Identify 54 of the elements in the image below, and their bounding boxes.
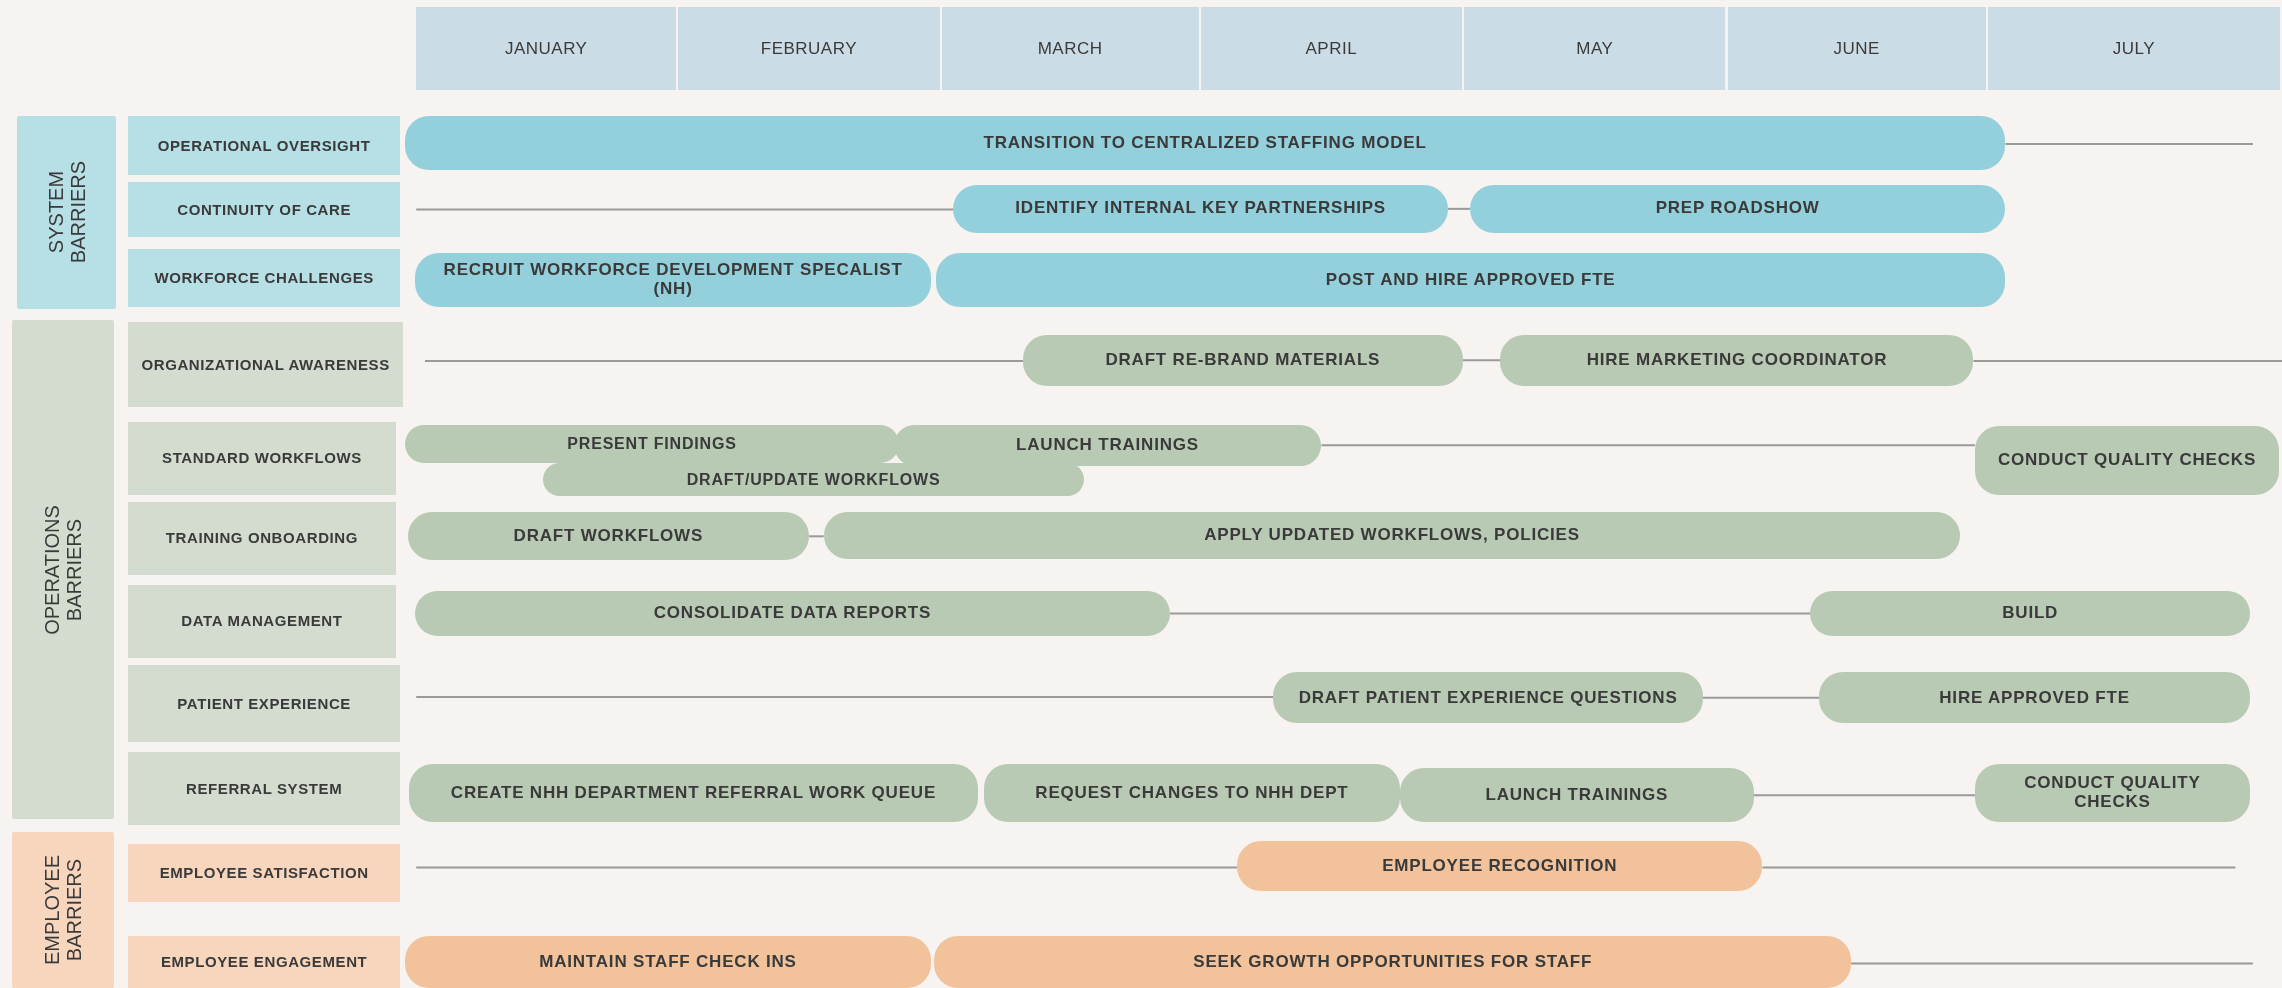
task-bar: BUILD — [1810, 590, 2250, 636]
row-label: STANDARD WORKFLOWS — [128, 422, 396, 495]
task-bar: DRAFT PATIENT EXPERIENCE QUESTIONS — [1273, 672, 1703, 724]
month-header: JANUARY — [416, 7, 679, 91]
connector-line — [1701, 696, 1821, 699]
task-bar: HIRE MARKETING COORDINATOR — [1500, 334, 1974, 386]
row-label: DATA MANAGEMENT — [128, 585, 396, 658]
row-label: ORGANIZATIONAL AWARENESS — [128, 321, 404, 408]
row-label: EMPLOYEE SATISFACTION — [128, 844, 401, 903]
row-label: WORKFORCE CHALLENGES — [128, 248, 401, 308]
task-bar: IDENTIFY INTERNAL KEY PARTNERSHIPS — [953, 184, 1449, 233]
month-header: JULY — [1988, 7, 2282, 91]
group-label: OPERATIONS BARRIERS — [40, 504, 85, 635]
row-label: EMPLOYEE ENGAGEMENT — [128, 935, 401, 988]
task-bar: LAUNCH TRAININGS — [1400, 768, 1754, 823]
task-bar: CREATE NHH DEPARTMENT REFERRAL WORK QUEUE — [408, 764, 978, 823]
task-bar: APPLY UPDATED WORKFLOWS, POLICIES — [823, 512, 1961, 559]
month-header: MAY — [1464, 7, 1728, 91]
task-bar: RECRUIT WORKFORCE DEVELOPMENT SPECALIST (NH) — [414, 253, 932, 308]
row-label: TRAINING ONBOARDING — [128, 502, 396, 575]
task-bar: CONSOLIDATE DATA REPORTS — [414, 590, 1171, 636]
row-label: CONTINUITY OF CARE — [128, 181, 401, 238]
group-band — [11, 832, 114, 988]
row-label: REFERRAL SYSTEM — [128, 752, 401, 826]
month-header: FEBRUARY — [678, 7, 942, 91]
task-bar: EMPLOYEE RECOGNITION — [1237, 841, 1763, 891]
connector-line — [1447, 207, 1471, 210]
group-label: SYSTEM BARRIERS — [44, 161, 89, 264]
task-bar: TRANSITION TO CENTRALIZED STAFFING MODEL — [404, 116, 2006, 171]
task-bar: DRAFT/UPDATE WORKFLOWS — [542, 462, 1085, 497]
task-bar: POST AND HIRE APPROVED FTE — [935, 253, 2006, 308]
task-bar: REQUEST CHANGES TO NHH DEPT — [983, 764, 1401, 823]
month-header: JUNE — [1727, 7, 1988, 91]
task-bar: DRAFT RE-BRAND MATERIALS — [1023, 334, 1463, 386]
task-bar: HIRE APPROVED FTE — [1819, 672, 2250, 724]
task-bar: SEEK GROWTH OPPORTUNITIES FOR STAFF — [934, 935, 1852, 988]
row-label: OPERATIONAL OVERSIGHT — [128, 116, 401, 175]
task-bar: MAINTAIN STAFF CHECK INS — [404, 935, 932, 988]
group-band — [11, 320, 114, 820]
task-bar: CONDUCT QUALITY CHECKS — [1974, 764, 2250, 823]
task-bar: PREP ROADSHOW — [1469, 184, 2006, 233]
row-label: PATIENT EXPERIENCE — [128, 665, 401, 743]
connector-line — [808, 535, 825, 538]
task-bar: DRAFT WORKFLOWS — [407, 512, 810, 561]
task-bar: CONDUCT QUALITY CHECKS — [1974, 426, 2280, 495]
connector-line — [1169, 612, 1812, 615]
group-band — [17, 116, 117, 309]
task-bar: LAUNCH TRAININGS — [893, 424, 1322, 466]
month-header: MARCH — [941, 7, 1201, 91]
connector-line — [1752, 794, 1976, 797]
group-label: EMPLOYEE BARRIERS — [40, 855, 85, 966]
connector-line — [1461, 359, 1502, 362]
month-header: APRIL — [1200, 7, 1465, 91]
connector-line — [1320, 444, 1976, 447]
